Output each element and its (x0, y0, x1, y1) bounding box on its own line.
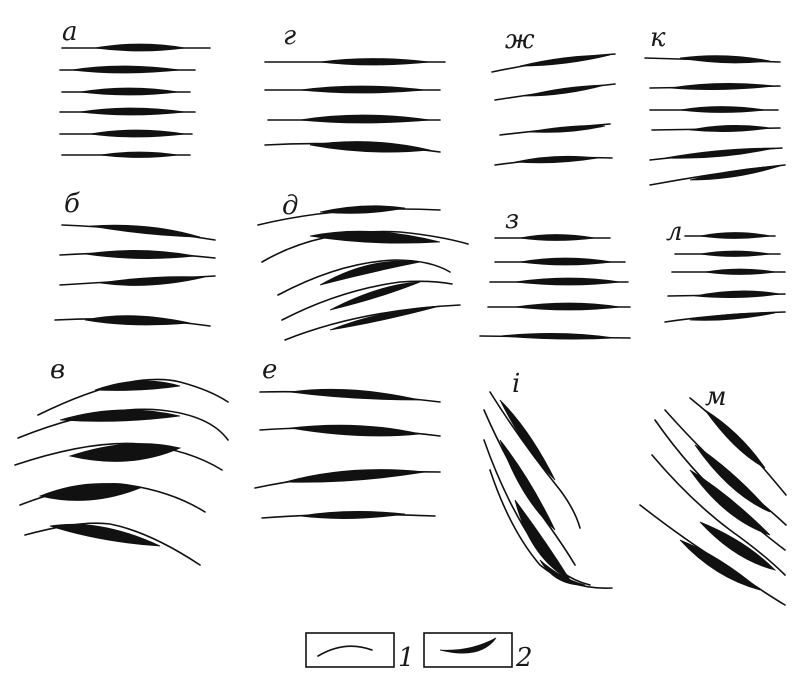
lens-shape (705, 269, 775, 275)
panel-label-a: а (62, 17, 78, 47)
panel-label-i: і (512, 369, 520, 399)
lens-shape (80, 88, 178, 95)
lens-shape (670, 83, 775, 89)
panel-label-b: б (64, 189, 80, 219)
legend-number-1: 1 (398, 643, 415, 673)
lens-shape (665, 148, 775, 158)
panel-label-g: г (283, 21, 296, 51)
legend-box-1 (306, 633, 394, 667)
lens-shape (285, 470, 425, 483)
panel-g (265, 59, 445, 153)
legend-item-2: 2 (424, 633, 533, 673)
lens-shape (300, 511, 405, 518)
lens-shape (95, 381, 180, 391)
lens-shape (500, 400, 555, 480)
panel-k (645, 56, 785, 185)
lens-shape (290, 389, 420, 400)
lens-shape (680, 56, 770, 63)
lens-shape (90, 130, 185, 137)
lens-shape (520, 258, 612, 265)
lens-shape (60, 410, 180, 421)
lens-shape (72, 66, 180, 73)
panel-a (60, 44, 210, 158)
lens-shape (310, 231, 440, 243)
panel-b (55, 225, 215, 326)
panel-label-m: м (705, 382, 727, 412)
bedding-line (278, 260, 450, 295)
lens-icon (440, 638, 496, 653)
panel-m (640, 398, 786, 605)
panel-e (255, 389, 440, 518)
panel-z (480, 235, 630, 340)
lens-shape (300, 115, 430, 123)
lens-shape (290, 425, 420, 436)
lens-shape (700, 233, 770, 239)
lens-shape (520, 55, 610, 66)
bedding-line (282, 281, 452, 320)
legend-number-2: 2 (515, 643, 533, 673)
lens-shape (690, 125, 770, 131)
lens-shape (695, 291, 780, 298)
legend: 1 2 (306, 633, 533, 673)
lens-shape (80, 108, 185, 115)
lens-shape (525, 85, 605, 96)
lens-shape (320, 206, 405, 214)
lens-shape (515, 303, 620, 310)
lens-shape (90, 225, 200, 237)
panel-label-zh: ж (505, 25, 535, 55)
panel-label-e: е (262, 355, 277, 385)
lens-shape (330, 306, 440, 330)
lens-shape (700, 251, 770, 257)
lens-shape (40, 484, 140, 501)
panel-label-l: л (666, 217, 683, 247)
panel-l (665, 233, 785, 323)
lens-shape (85, 250, 195, 258)
panel-label-v: в (50, 355, 65, 385)
lens-shape (690, 166, 780, 180)
panel-label-z: з (505, 205, 519, 235)
lens-shape (85, 316, 190, 325)
panel-v (15, 379, 228, 565)
panel-i (484, 392, 612, 588)
panel-label-k: к (650, 23, 666, 53)
lens-shape (300, 86, 425, 93)
lens-shape (500, 333, 615, 339)
lens-shape (100, 152, 178, 158)
line-icon (318, 646, 372, 656)
lens-shape (100, 277, 205, 286)
panel-zh (492, 54, 615, 165)
lens-shape (310, 141, 430, 152)
legend-item-1: 1 (306, 633, 415, 673)
lens-shape (680, 107, 765, 113)
lens-shape (520, 235, 595, 241)
lens-shape (320, 59, 430, 66)
lens-shape (95, 44, 185, 51)
lens-shape (515, 156, 598, 163)
lens-shape (515, 278, 620, 285)
panel-d (258, 206, 468, 340)
lens-shape (530, 126, 605, 133)
